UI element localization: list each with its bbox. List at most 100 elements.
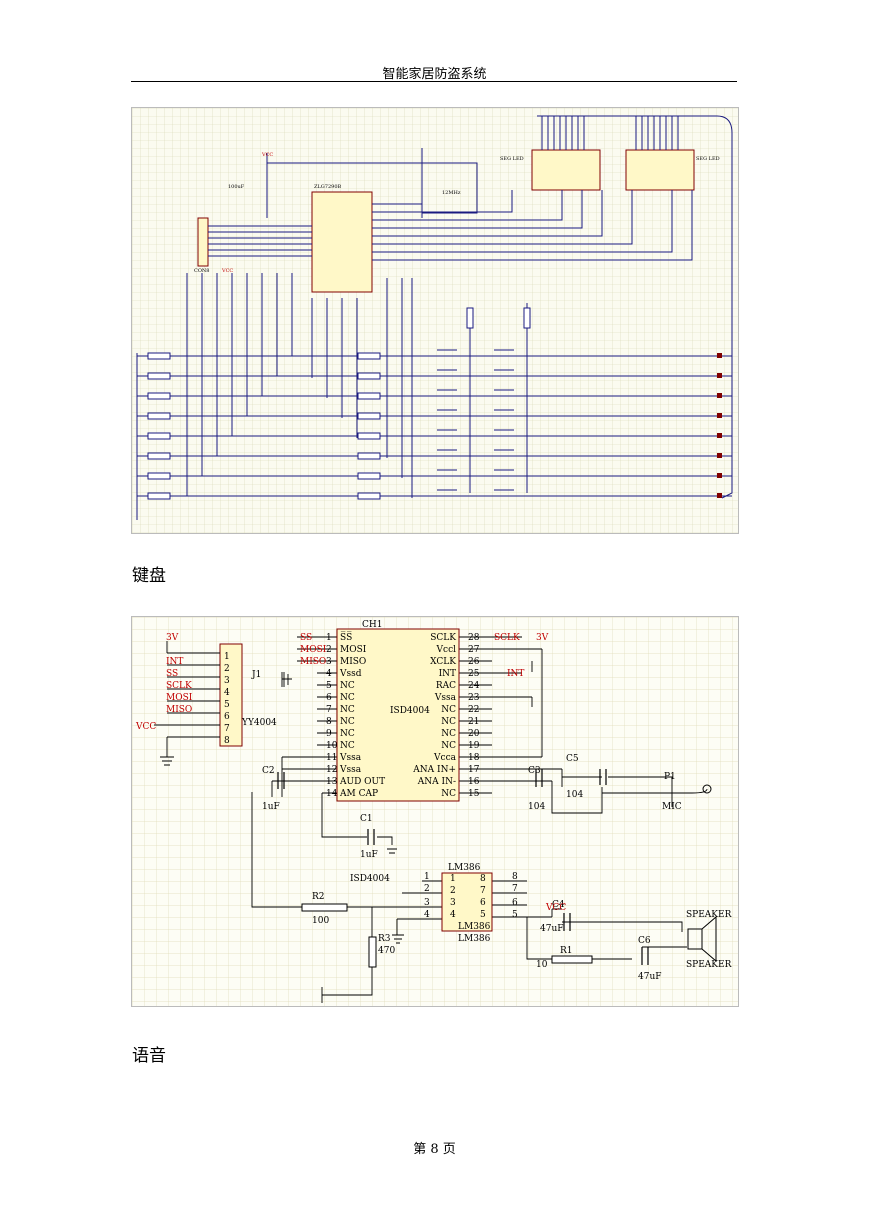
caption-keyboard: 键盘: [132, 566, 166, 586]
chip-left-pin-number: 12: [326, 765, 337, 775]
chip-left-pin-number: 8: [326, 717, 332, 727]
signal-3v-right: 3V: [536, 633, 549, 643]
lm-inner-pin: 5: [480, 910, 486, 920]
signal-sclk-right: SCLK: [494, 633, 520, 643]
chip-left-signal: MISO: [300, 657, 326, 667]
conn-pin: 3: [224, 676, 230, 686]
speaker-label-1: SPEAKER: [686, 910, 732, 920]
signal-miso: MISO: [166, 705, 192, 715]
conn-pin: 2: [224, 664, 230, 674]
chip-left-pin-number: 10: [326, 741, 338, 751]
chip-right-pin-number: 19: [468, 741, 480, 751]
chip-left-pin-number: 3: [326, 657, 332, 667]
keyboard-schematic: VCC ZLG7290B SEG LED SEG LED VCC CON8 10…: [131, 107, 739, 534]
conn-pin: 8: [224, 736, 230, 746]
lm-inner-pin: 6: [480, 898, 486, 908]
chip-left-pin-number: 5: [326, 681, 332, 691]
chip-left-pin-number: 9: [326, 729, 332, 739]
lm386-title: LM386: [448, 863, 481, 873]
c2-label: C2: [262, 766, 275, 776]
chip-right-pin-number: 27: [468, 645, 480, 655]
header-rule: [131, 81, 737, 82]
c5-value: 104: [566, 790, 583, 800]
conn-pin: 6: [224, 712, 230, 722]
vcc-label-top: VCC: [261, 152, 273, 158]
c3-value: 104: [528, 802, 545, 812]
chip-left-pin-name: MISO: [340, 657, 366, 667]
chip-left-pin-number: 2: [326, 645, 332, 655]
lm-pin: 5: [512, 910, 518, 920]
chip-right-pin-name: NC: [441, 789, 456, 799]
signal-3v: 3V: [166, 633, 179, 643]
signal-ss: SS: [166, 669, 178, 679]
chip-right-pin-number: 16: [468, 777, 480, 787]
chip-part: ISD4004: [390, 706, 430, 716]
chip-left-pin-name: NC: [340, 681, 355, 691]
chip-left-pin-number: 7: [326, 705, 332, 715]
mic-label: MIC: [662, 802, 682, 812]
caption-voice: 语音: [132, 1046, 166, 1066]
chip-left-pin-name: MOSI: [340, 645, 367, 655]
speaker-label-2: SPEAKER: [686, 960, 732, 970]
lm-pin: 3: [424, 898, 430, 908]
signal-sclk: SCLK: [166, 681, 192, 691]
chip-left-pin-name: Vssa: [339, 753, 362, 763]
c1-value: 1uF: [360, 850, 378, 860]
chip-left-signal: MOSI: [300, 645, 327, 655]
r1-label: R1: [560, 946, 573, 956]
lm-pin: 2: [424, 884, 430, 894]
chip-right-pin-number: 18: [468, 753, 480, 763]
cap-label: 100uF: [228, 184, 245, 190]
chip-left-pin-name: NC: [340, 693, 355, 703]
connector-label: CON8: [194, 268, 209, 274]
chip-left-pin-name: Vssa: [339, 765, 362, 775]
r2-value: 100: [312, 916, 329, 926]
lm-inner-pin: 3: [450, 898, 456, 908]
chip-right-pin-name: ANA IN+: [412, 765, 456, 775]
chip-right-pin-name: SCLK: [430, 633, 456, 643]
lm-pin: 4: [424, 910, 430, 920]
seg-led-label-1: SEG LED: [500, 156, 524, 162]
chip-right-pin-name: INT: [439, 669, 456, 679]
c4-value: 47uF: [540, 924, 564, 934]
lm-pin: 6: [512, 898, 518, 908]
signal-mosi: MOSI: [166, 693, 193, 703]
lm-pin: 8: [512, 872, 518, 882]
chip-right-pin-number: 28: [468, 633, 480, 643]
r3-value: 470: [378, 946, 395, 956]
lm386-name-1: LM386: [458, 922, 491, 932]
r1-value: 10: [536, 960, 548, 970]
c2-value: 1uF: [262, 802, 280, 812]
lm-inner-pin: 1: [450, 874, 456, 884]
chip-right-pin-name: Vcca: [433, 753, 457, 763]
chip-right-pin-number: 20: [468, 729, 480, 739]
chip-left-pin-name: AUD OUT: [339, 777, 385, 787]
chip-left-pin-number: 6: [326, 693, 332, 703]
chip-left-pin-name: NC: [340, 741, 355, 751]
chip-designator: CH1: [362, 620, 382, 630]
chip-right-pin-number: 22: [468, 705, 479, 715]
c3-label: C3: [528, 766, 541, 776]
chip-right-pin-number: 24: [468, 681, 480, 691]
chip-right-pin-number: 25: [468, 669, 480, 679]
j1-label: J1: [251, 670, 261, 680]
c1-label: C1: [360, 814, 373, 824]
signal-int: INT: [166, 657, 183, 667]
chip-right-pin-name: Vssa: [434, 693, 457, 703]
chip-right-pin-number: 17: [468, 765, 480, 775]
chip-left-pin-number: 14: [326, 789, 338, 799]
chip-left-signal: SS: [300, 633, 312, 643]
signal-int-right: INT: [507, 669, 524, 679]
conn-pin: 7: [224, 724, 230, 734]
vcc-label: VCC: [135, 722, 156, 732]
c6-label: C6: [638, 936, 651, 946]
chip-right-pin-name: NC: [441, 741, 456, 751]
vcc-label-mid: VCC: [221, 268, 233, 274]
chip-right-pin-number: 15: [468, 789, 480, 799]
r3-label: R3: [378, 934, 391, 944]
chip-right-pin-name: ANA IN-: [417, 777, 456, 787]
chip-right-pin-name: RAC: [436, 681, 456, 691]
seg-led-label-2: SEG LED: [696, 156, 720, 162]
page-header: 智能家居防盗系统: [382, 67, 487, 82]
chip-right-pin-name: NC: [441, 705, 456, 715]
